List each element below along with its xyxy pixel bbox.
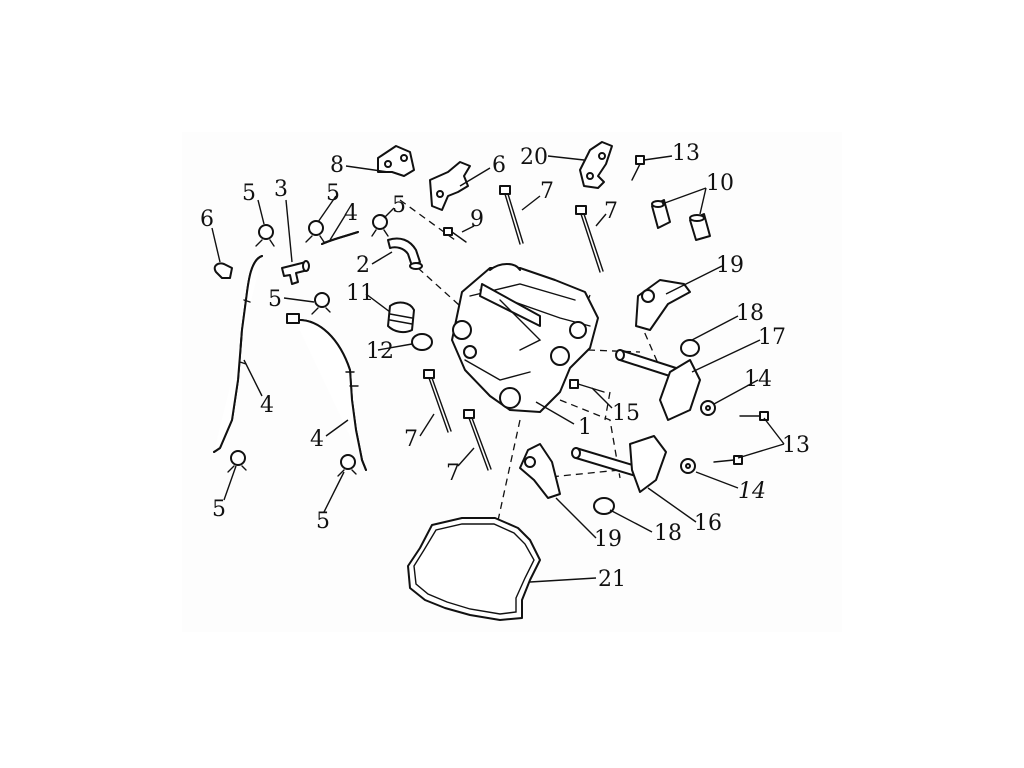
cylinder-head-cover bbox=[451, 263, 599, 413]
elbow-fitting bbox=[387, 237, 423, 270]
rocker-shaft-17 bbox=[615, 349, 701, 421]
breather-hose-curved bbox=[286, 313, 367, 471]
head-cover-gasket bbox=[407, 517, 541, 621]
hose-clip-1 bbox=[255, 224, 275, 247]
bracket-8 bbox=[377, 145, 415, 177]
callout-5-a: 5 bbox=[242, 181, 256, 206]
hose-clip-4 bbox=[311, 292, 331, 315]
callout-5-b: 5 bbox=[326, 181, 340, 206]
callout-9: 9 bbox=[470, 207, 484, 232]
callout-7-b: 7 bbox=[604, 199, 618, 224]
callout-1: 1 bbox=[578, 415, 592, 440]
rocker-arm-lower bbox=[519, 443, 561, 499]
bolt-15 bbox=[569, 379, 605, 393]
callout-4-left: 4 bbox=[260, 393, 274, 418]
callout-13-top: 13 bbox=[672, 141, 700, 166]
callout-17: 17 bbox=[758, 325, 786, 350]
callout-19-lower: 19 bbox=[594, 527, 622, 552]
bracket-6 bbox=[429, 161, 471, 211]
o-rings-18 bbox=[593, 339, 700, 515]
callout-4-mid: 4 bbox=[310, 427, 324, 452]
callout-12: 12 bbox=[366, 339, 394, 364]
hose-clip-6 bbox=[337, 454, 357, 477]
callout-14-lower: 14 bbox=[738, 479, 766, 504]
callout-labels: 1 2 3 4 4 4 5 5 5 5 5 5 6 6 7 7 7 7 8 9 … bbox=[200, 141, 810, 592]
callout-7-a: 7 bbox=[540, 179, 554, 204]
callout-20: 20 bbox=[520, 145, 548, 170]
bolt-13-mid bbox=[739, 411, 769, 421]
hose-clip-5 bbox=[227, 450, 247, 473]
o-ring-12 bbox=[411, 333, 433, 351]
callout-8: 8 bbox=[330, 153, 344, 178]
rocker-arm-upper bbox=[635, 279, 691, 331]
valve-caps bbox=[651, 199, 711, 241]
hose-clips bbox=[227, 214, 389, 477]
callout-10: 10 bbox=[706, 171, 734, 196]
bracket-20 bbox=[579, 141, 613, 189]
breather-hose-short bbox=[321, 231, 359, 245]
bolt-7-top-left bbox=[499, 185, 524, 245]
bolt-7-lower-left bbox=[423, 369, 452, 433]
callout-19-upper: 19 bbox=[716, 253, 744, 278]
leader-lines bbox=[211, 155, 785, 583]
hose-clip-2 bbox=[305, 220, 325, 243]
callout-21: 21 bbox=[598, 567, 626, 592]
bolt-13-top bbox=[631, 155, 645, 181]
bolt-9 bbox=[443, 227, 467, 243]
filler-plug bbox=[387, 301, 415, 334]
bolt-7-top-right bbox=[575, 205, 604, 273]
callout-6-top: 6 bbox=[492, 153, 506, 178]
callout-11: 11 bbox=[346, 281, 374, 306]
callout-5-c: 5 bbox=[392, 193, 406, 218]
callout-5-d: 5 bbox=[268, 287, 282, 312]
bolts bbox=[423, 155, 769, 471]
breather-hose-long bbox=[213, 255, 263, 453]
callout-14-upper: 14 bbox=[744, 367, 772, 392]
callout-5-f: 5 bbox=[316, 509, 330, 534]
callout-6-left: 6 bbox=[200, 207, 214, 232]
bolt-7-lower-mid bbox=[463, 409, 492, 471]
callout-7-d: 7 bbox=[446, 461, 460, 486]
callout-2: 2 bbox=[356, 253, 370, 278]
rocker-shaft-16 bbox=[571, 435, 667, 493]
callout-7-c: 7 bbox=[404, 427, 418, 452]
callout-15: 15 bbox=[612, 401, 640, 426]
hose-clip-3 bbox=[371, 214, 389, 237]
callout-18-lower: 18 bbox=[654, 521, 682, 546]
callout-4-top: 4 bbox=[344, 201, 358, 226]
callout-3: 3 bbox=[274, 177, 288, 202]
washers-14 bbox=[680, 400, 716, 474]
callout-13-right: 13 bbox=[782, 433, 810, 458]
callout-5-e: 5 bbox=[212, 497, 226, 522]
hose-clamp bbox=[213, 262, 233, 279]
t-joint bbox=[281, 260, 310, 285]
callout-18-upper: 18 bbox=[736, 301, 764, 326]
callout-16: 16 bbox=[694, 511, 722, 536]
bolt-13-low bbox=[713, 455, 743, 465]
